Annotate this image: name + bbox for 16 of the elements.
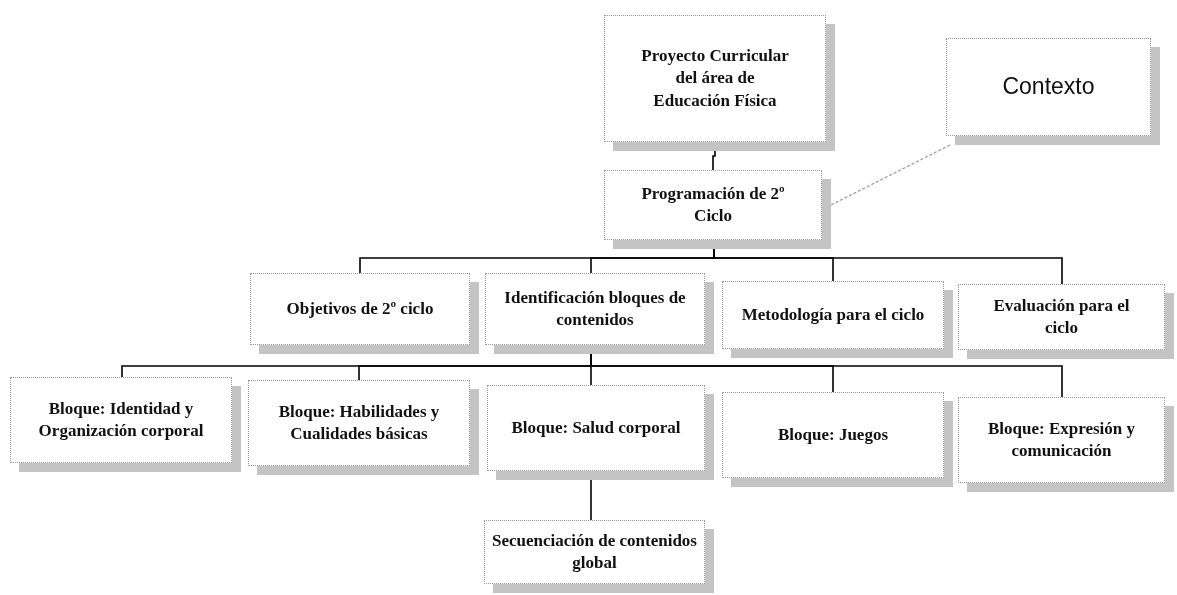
box-label: Proyecto Curricular del área de Educación Física (640, 45, 790, 112)
box-label: Evaluación para el ciclo (992, 294, 1131, 339)
box-label: Contexto (1002, 72, 1095, 102)
box-label: Secuenciación de contenidos global (491, 529, 698, 574)
box-label: Objetivos de 2º ciclo (286, 297, 434, 320)
box-label: Bloque: Habilidades y Cualidades básicas (277, 400, 441, 445)
box-label: Bloque: Identidad y Organización corporal (37, 397, 205, 442)
box-label: Metodología para el ciclo (741, 303, 925, 326)
box-label: Identificación bloques de contenidos (503, 286, 687, 331)
box-label: Bloque: Salud corporal (511, 416, 681, 439)
box-label: Bloque: Expresión y comunicación (986, 417, 1137, 462)
connector-line (830, 144, 951, 206)
box-label: Bloque: Juegos (777, 423, 888, 446)
connector-line (713, 248, 1063, 285)
box-label: Programación de 2º Ciclo (640, 182, 786, 227)
connector-line (590, 353, 1063, 398)
